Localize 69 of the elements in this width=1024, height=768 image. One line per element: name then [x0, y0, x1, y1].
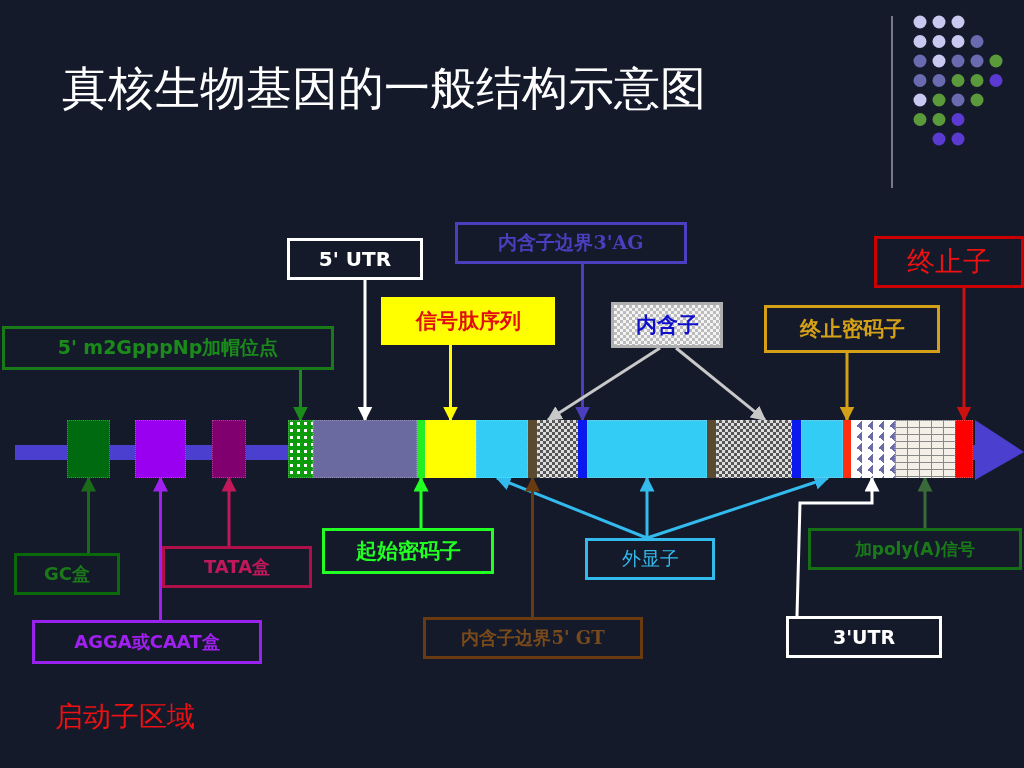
callout-box	[455, 222, 687, 264]
callout-box	[423, 617, 643, 659]
arrow	[956, 288, 972, 422]
utr-segment	[851, 420, 895, 478]
arrow	[495, 476, 648, 540]
arrow	[443, 345, 458, 422]
intron-boundary-segment	[528, 420, 537, 478]
arrow	[221, 476, 237, 546]
arrow	[639, 476, 655, 538]
callout-box	[585, 538, 715, 580]
gc-box-segment	[67, 420, 110, 478]
callout-box	[786, 616, 942, 658]
agga-box-segment	[135, 420, 186, 478]
callout-text: 内含子边界5' GT	[461, 626, 605, 650]
arrow	[839, 353, 855, 422]
callout-text: 3'UTR	[832, 626, 896, 648]
utr-segment	[313, 420, 417, 478]
arrow	[795, 476, 880, 617]
arrow	[917, 476, 933, 528]
stop-codon-segment	[843, 420, 851, 478]
signal-peptide-segment	[425, 420, 476, 478]
callout-text: 信号肽序列	[415, 307, 521, 335]
callout-box	[322, 528, 494, 574]
exon-segment	[476, 420, 528, 478]
intron-boundary-segment	[792, 420, 801, 478]
callout-text: 5' m2GpppNp加帽位点	[57, 335, 279, 360]
callout-text: 5' UTR	[318, 247, 392, 271]
callout-box	[764, 305, 940, 353]
callout-text: TATA盒	[203, 555, 271, 579]
arrow	[81, 476, 96, 553]
exon-segment	[801, 420, 843, 478]
callout-box	[874, 236, 1024, 288]
callout-text: 外显子	[621, 546, 679, 571]
callout-text: 起始密码子	[355, 537, 461, 565]
intron-boundary-segment	[578, 420, 587, 478]
intron-boundary-segment	[707, 420, 716, 478]
callout-box	[14, 553, 120, 595]
arrow	[153, 476, 168, 620]
callout-text: 加poly(A)信号	[854, 537, 976, 561]
intron-segment	[716, 420, 792, 478]
callout-box	[381, 297, 555, 345]
arrow	[575, 264, 590, 422]
polya-signal-segment	[895, 420, 955, 478]
callout-box	[162, 546, 312, 588]
callout-text: 终止子	[907, 244, 991, 280]
callout-box	[32, 620, 262, 664]
tata-box-segment	[212, 420, 246, 478]
callout-box	[808, 528, 1022, 570]
callout-box	[287, 238, 423, 280]
callout-text: 终止密码子	[799, 315, 905, 343]
title: 真核生物基因的一般结构示意图	[62, 60, 706, 117]
intron-segment	[537, 420, 578, 478]
arrow	[525, 476, 540, 617]
callout-box	[611, 302, 723, 348]
cap-site-segment	[288, 420, 313, 478]
terminator-segment	[955, 420, 973, 478]
callout-text: GC盒	[44, 562, 90, 586]
arrow	[413, 476, 429, 528]
arrow	[293, 370, 308, 422]
callout-text: AGGA或CAAT盒	[74, 630, 220, 654]
callout-box	[2, 326, 334, 370]
region-label: 启动子区域	[55, 699, 195, 735]
start-codon-segment	[417, 420, 425, 478]
arrow	[357, 280, 373, 422]
callout-text: 内含子	[635, 311, 699, 339]
callout-text: 内含子边界3'AG	[498, 230, 644, 255]
arrow	[675, 346, 767, 422]
exon-segment	[587, 420, 707, 478]
arrow	[546, 346, 661, 422]
